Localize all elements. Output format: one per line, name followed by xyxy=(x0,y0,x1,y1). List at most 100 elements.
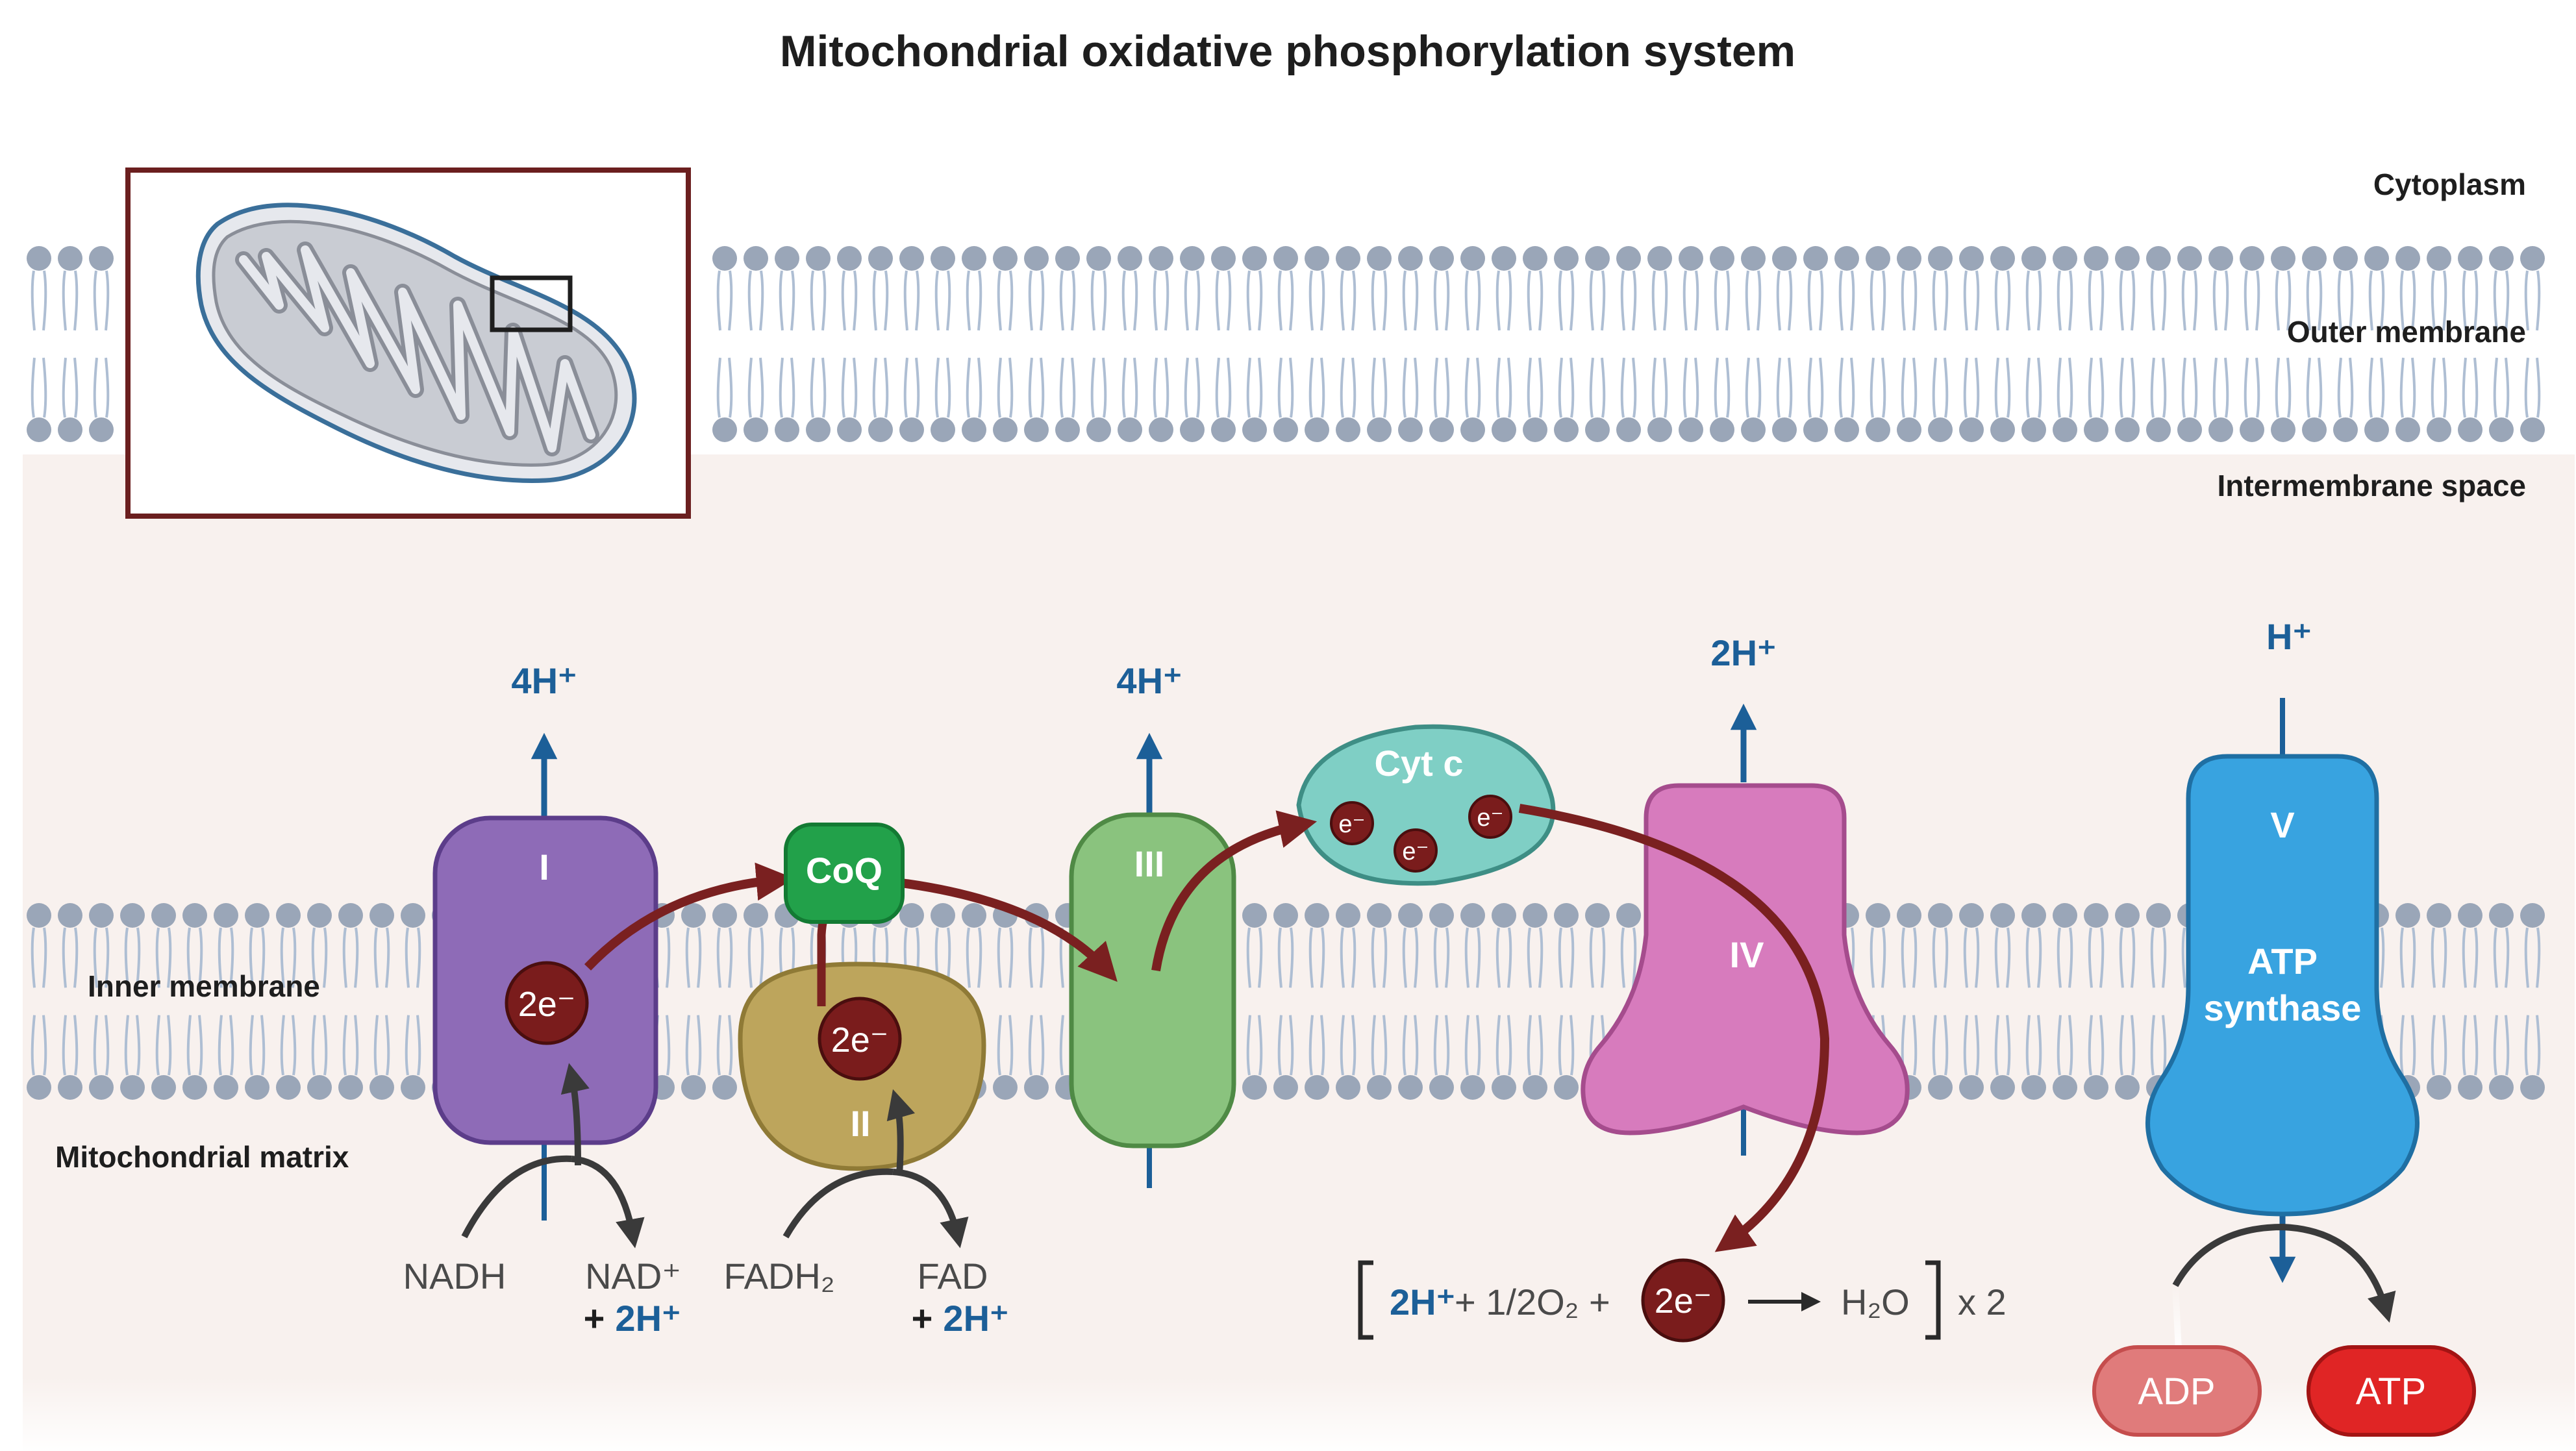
electron-pair-I: 2e⁻ xyxy=(505,961,589,1045)
lipid-tails xyxy=(2057,927,2073,1076)
equation-oxygen: + 1/2O₂ + xyxy=(1455,1282,1610,1322)
lipid-head xyxy=(962,903,986,928)
arrow-I-to-CoQ xyxy=(584,862,795,971)
fad-arrow xyxy=(886,1089,916,1176)
cytc-electron-1: e⁻ xyxy=(1338,811,1365,838)
lipid-head xyxy=(1429,903,1454,928)
arrow-cytc-to-oxygen xyxy=(1518,804,1830,1252)
lipid-head xyxy=(1305,1075,1329,1100)
atp-synthase-name-2: synthase xyxy=(2204,987,2362,1028)
lipid-tails xyxy=(1121,270,1138,418)
lipid-head xyxy=(1429,1075,1454,1100)
lipid-tails xyxy=(685,927,702,1076)
lipid-tails xyxy=(2119,270,2136,418)
lipid-head xyxy=(1492,903,1516,928)
nad-product-arrow xyxy=(571,1156,645,1248)
lipid-tails xyxy=(31,927,47,1076)
mitochondrion-inset xyxy=(125,167,691,519)
lipid-head xyxy=(1554,246,1579,271)
lipid-head xyxy=(1273,246,1298,271)
lipid-head xyxy=(2146,417,2171,442)
lipid-head xyxy=(712,417,737,442)
lipid-head xyxy=(89,246,114,271)
lipid-head xyxy=(712,246,737,271)
complex-I-protons: 4H⁺ xyxy=(511,660,577,701)
lipid-head xyxy=(1460,417,1485,442)
lipid-tails xyxy=(1028,927,1045,1076)
lipid-tails xyxy=(1028,270,1045,418)
lipid-tails xyxy=(2368,270,2385,418)
lipid-head xyxy=(775,417,799,442)
lipid-tails xyxy=(1464,270,1481,418)
lipid-head xyxy=(1242,246,1267,271)
lipid-tails xyxy=(1527,927,1544,1076)
lipid-tails xyxy=(903,270,920,418)
lipid-head xyxy=(1492,1075,1516,1100)
lipid-head xyxy=(2084,246,2108,271)
lipid-head xyxy=(1305,246,1329,271)
lipid-tails xyxy=(716,927,733,1076)
lipid-head xyxy=(2489,417,2514,442)
lipid-head xyxy=(1834,417,1859,442)
lipid-head xyxy=(993,1075,1018,1100)
label-matrix: Mitochondrial matrix xyxy=(55,1140,349,1174)
lipid-tails xyxy=(1371,270,1388,418)
lipid-head xyxy=(1585,417,1610,442)
lipid-head xyxy=(151,1075,176,1100)
water-equation: 2H⁺ + 1/2O₂ + 2e⁻ H₂O x 2 xyxy=(1358,1258,2007,1343)
lipid-head xyxy=(214,1075,238,1100)
cytc-electron-3: e⁻ xyxy=(1477,804,1503,832)
lipid-tails xyxy=(2431,927,2447,1076)
lipid-head xyxy=(1024,246,1049,271)
lipid-head xyxy=(2053,246,2077,271)
lipid-head xyxy=(1928,1075,1953,1100)
lipid-tails xyxy=(2275,270,2292,418)
electron-pair-II: 2e⁻ xyxy=(818,997,902,1081)
lipid-head xyxy=(1554,417,1579,442)
lipid-head xyxy=(1273,417,1298,442)
lipid-tails xyxy=(779,927,795,1076)
complex-IV-label: IV xyxy=(1730,934,1764,975)
lipid-tails xyxy=(1963,270,1980,418)
lipid-tails xyxy=(1527,270,1544,418)
lipid-tails xyxy=(903,927,920,1076)
nad-plus: + xyxy=(584,1298,605,1339)
lipid-tails xyxy=(2399,927,2416,1076)
lipid-head xyxy=(27,417,51,442)
lipid-head xyxy=(712,903,737,928)
lipid-head xyxy=(2021,903,2046,928)
complex-IV-protons: 2H⁺ xyxy=(1710,632,1776,673)
lipid-head xyxy=(1367,1075,1392,1100)
lipid-head xyxy=(2302,246,2327,271)
lipid-tails xyxy=(2088,927,2105,1076)
lipid-head xyxy=(1616,903,1641,928)
lipid-head xyxy=(1959,417,1984,442)
lipid-head xyxy=(1585,246,1610,271)
lipid-head xyxy=(931,903,955,928)
lipid-tails xyxy=(93,270,110,418)
lipid-head xyxy=(1928,417,1953,442)
lipid-tails xyxy=(2462,270,2479,418)
lipid-head xyxy=(89,1075,114,1100)
nad-label: NAD⁺ xyxy=(585,1256,681,1296)
lipid-tails xyxy=(1090,270,1107,418)
lipid-tails xyxy=(1277,270,1294,418)
lipid-tails xyxy=(93,927,110,1076)
lipid-tails xyxy=(1246,927,1263,1076)
lipid-tails xyxy=(1869,270,1886,418)
lipid-tails xyxy=(1558,927,1575,1076)
lipid-tails xyxy=(1838,270,1855,418)
lipid-head xyxy=(1959,246,1984,271)
lipid-head xyxy=(2271,417,2295,442)
lipid-head xyxy=(1523,417,1547,442)
complex-III-label: III xyxy=(1134,843,1165,884)
lipid-head xyxy=(681,1075,706,1100)
lipid-head xyxy=(1928,903,1953,928)
lipid-head xyxy=(276,903,301,928)
lipid-head xyxy=(1180,246,1205,271)
lipid-tails xyxy=(1963,927,1980,1076)
lipid-tails xyxy=(1932,927,1949,1076)
lipid-tails xyxy=(1776,270,1793,418)
lipid-head xyxy=(1772,417,1797,442)
